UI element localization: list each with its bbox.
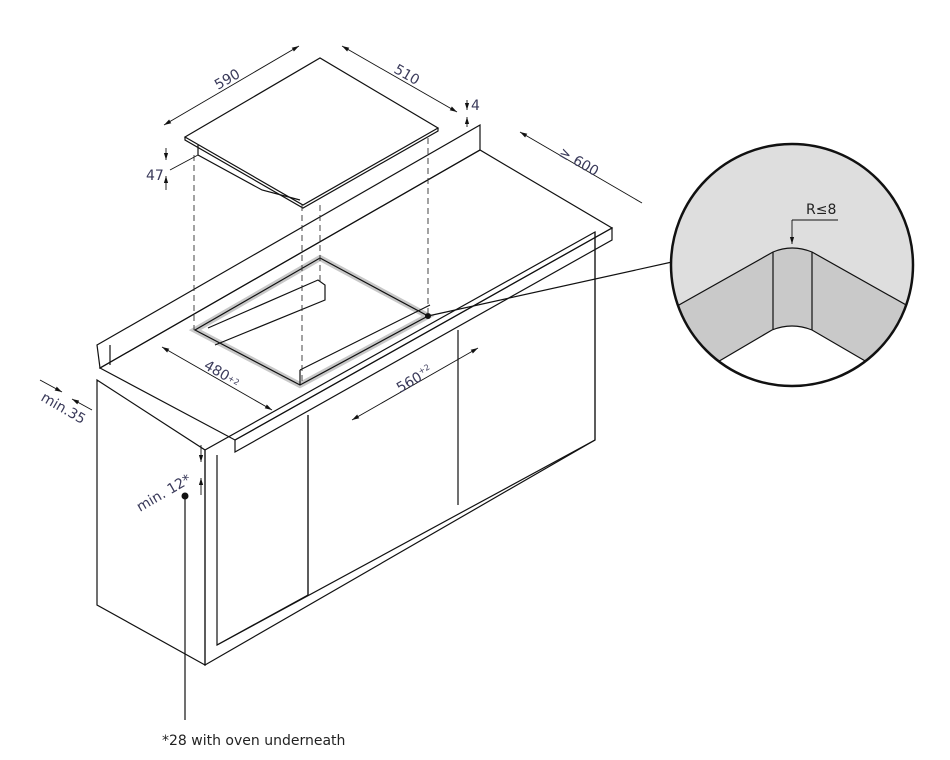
cutout-width-label: 560+2 — [394, 362, 436, 396]
corner-radius-label: R≤8 — [806, 202, 836, 218]
wall-distance-label: min.35 — [38, 390, 88, 428]
glass-thickness-label: 4 — [471, 98, 480, 114]
worktop-depth-label: ≥ 600 — [556, 145, 601, 180]
dimension-lines — [39, 45, 643, 720]
hob-depth-label: 510 — [391, 62, 422, 89]
hob-width-label: 590 — [212, 66, 243, 93]
cutout — [188, 254, 435, 389]
footnote: *28 with oven underneath — [162, 733, 345, 749]
hob-height-label: 47 — [146, 168, 164, 184]
corner-detail: R≤8 — [669, 142, 915, 388]
cutout-depth-label: 480+2 — [201, 358, 242, 391]
